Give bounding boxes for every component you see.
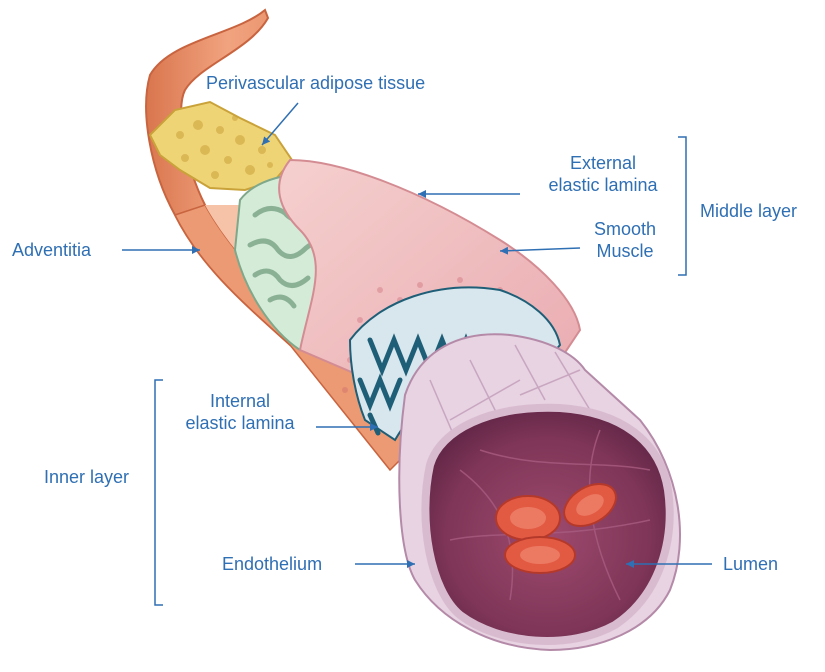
smooth-label-line2: Muscle xyxy=(580,240,670,262)
internal-label-line1: Internal xyxy=(170,390,310,412)
external-label-line1: External xyxy=(530,152,676,174)
endothelium-label: Endothelium xyxy=(222,553,322,575)
lumen xyxy=(425,408,669,641)
external-elastic-lamina-label: External elastic lamina xyxy=(530,152,676,196)
inner-layer-label: Inner layer xyxy=(44,466,129,488)
internal-elastic-lamina-label: Internal elastic lamina xyxy=(170,390,310,434)
external-label-line2: elastic lamina xyxy=(530,174,676,196)
smooth-muscle-label: Smooth Muscle xyxy=(580,218,670,262)
smooth-label-line1: Smooth xyxy=(580,218,670,240)
inner-layer-bracket xyxy=(155,380,163,605)
middle-layer-bracket xyxy=(678,137,686,275)
perivascular-adipose-label: Perivascular adipose tissue xyxy=(206,72,425,94)
middle-layer-label: Middle layer xyxy=(700,200,797,222)
adventitia-label: Adventitia xyxy=(12,239,91,261)
perivascular-arrow xyxy=(262,103,298,145)
internal-label-line2: elastic lamina xyxy=(170,412,310,434)
lumen-label: Lumen xyxy=(723,553,778,575)
